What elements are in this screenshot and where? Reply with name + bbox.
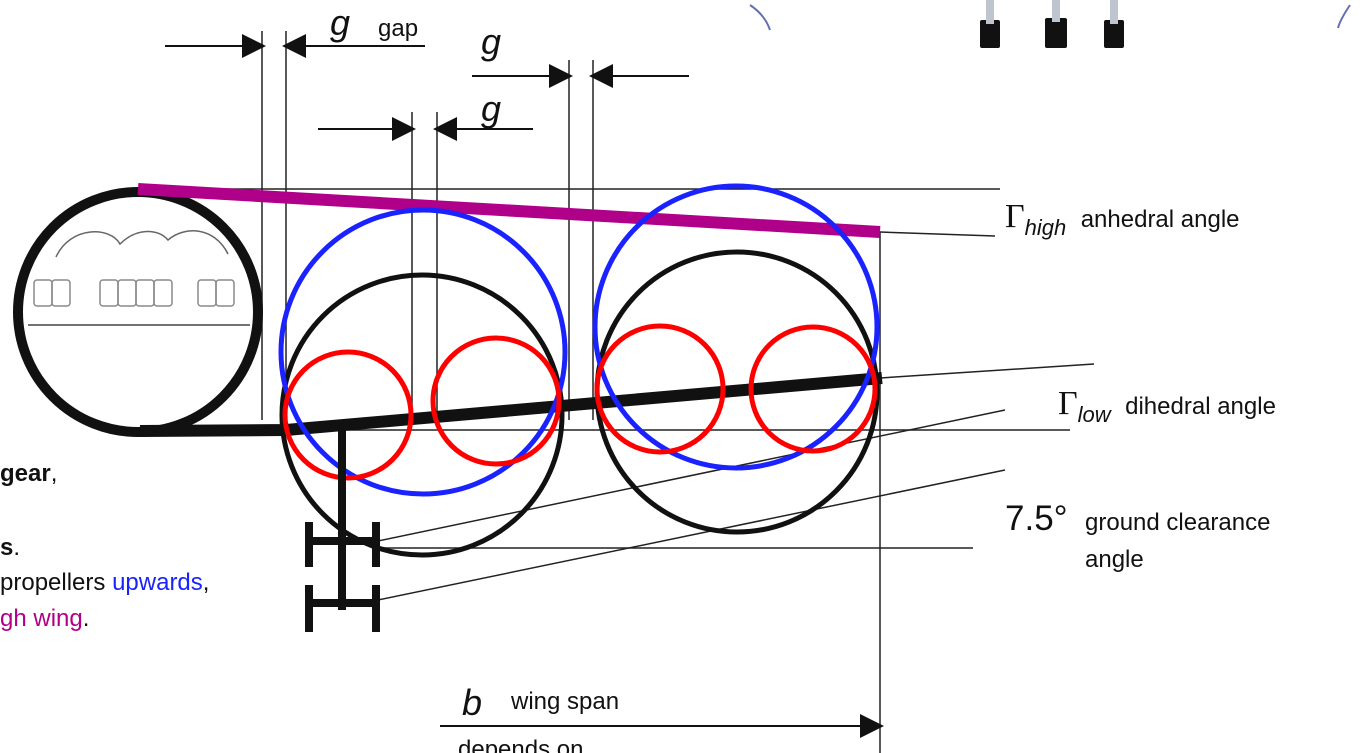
blue-propeller-right — [592, 183, 880, 471]
low-wing-end-line — [879, 363, 1095, 379]
b-symbol: b — [462, 682, 483, 723]
gear-wheel-set — [980, 18, 1124, 48]
red-propeller-1 — [282, 349, 414, 481]
gap-label: gap — [378, 15, 419, 42]
gear-strut-set — [986, 0, 1118, 24]
ground-clearance-angle-value: 7.5° — [1005, 499, 1068, 538]
gap-dimension-lines — [165, 31, 689, 420]
wheel-3 — [1104, 20, 1124, 48]
depends-on-text: depends on — [458, 736, 584, 753]
propellers-text-line: propellers upwards, — [0, 571, 209, 595]
gamma-high-symbol: Γ — [1005, 198, 1025, 235]
dihedral-angle-label: Γlow dihedral angle — [1058, 387, 1276, 426]
s-period: . — [13, 534, 21, 561]
blue-propeller-left — [278, 207, 568, 497]
clearance-line-upper — [377, 409, 1006, 542]
ground-clearance-line-2: angle — [1085, 546, 1144, 573]
upwards-comma: , — [202, 569, 210, 596]
strut-1 — [986, 0, 994, 24]
cabin-seat-row — [33, 279, 235, 307]
high-wing-period: . — [82, 605, 90, 632]
g-symbol-top-left: g — [330, 2, 351, 43]
dihedral-angle-text: dihedral angle — [1125, 393, 1276, 420]
seat-8 — [215, 279, 235, 307]
wheel-2 — [1045, 18, 1067, 48]
low-wing-line — [139, 372, 883, 437]
wing-span-text: wing span — [511, 688, 620, 715]
black-propeller-left — [279, 272, 565, 558]
wheel-1 — [980, 20, 1000, 48]
propeller-circles — [278, 183, 880, 558]
reference-lines — [138, 188, 1095, 753]
high-wing-fragment: gh wing — [0, 605, 83, 632]
gamma-low-symbol: Γ — [1058, 385, 1078, 422]
ground-clearance-line-1: ground clearance — [1085, 509, 1271, 536]
thumbnail-edge-right — [1337, 4, 1351, 29]
landing-gear-thumbnail — [749, 0, 1351, 48]
s-fragment: s — [0, 534, 14, 561]
landing-gear — [305, 430, 380, 632]
low-subscript: low — [1077, 402, 1111, 427]
seat-2 — [51, 279, 71, 307]
high-wing-text-line: gh wing. — [0, 607, 89, 631]
clearance-line-lower — [377, 469, 1006, 601]
s-text-line: s. — [0, 536, 20, 560]
gear-comma: , — [50, 460, 58, 487]
g-symbol-mid-right: g — [481, 88, 502, 129]
cabin-ceiling-outline — [55, 230, 229, 258]
red-propeller-2 — [430, 335, 562, 467]
propellers-prefix: propellers — [0, 569, 113, 596]
red-propeller-3 — [594, 323, 726, 455]
thumbnail-edge-left — [749, 4, 771, 31]
fuselage-circle — [13, 187, 263, 437]
gear-text-line: gear, — [0, 462, 57, 486]
strut-3 — [1110, 0, 1118, 24]
high-wing-line — [137, 183, 881, 238]
strut-2 — [1052, 0, 1060, 22]
upwards-text: upwards — [112, 569, 203, 596]
anhedral-angle-text: anhedral angle — [1080, 206, 1240, 233]
anhedral-angle-label: Γhigh anhedral angle — [1005, 200, 1240, 239]
high-subscript: high — [1024, 215, 1067, 240]
high-wing-end-line — [879, 231, 996, 237]
g-symbol-top-right: g — [481, 21, 502, 62]
red-propeller-4 — [748, 324, 878, 454]
gear-fragment: gear — [0, 460, 51, 487]
seat-6 — [153, 279, 173, 307]
fuselage-cross-section — [13, 187, 263, 437]
